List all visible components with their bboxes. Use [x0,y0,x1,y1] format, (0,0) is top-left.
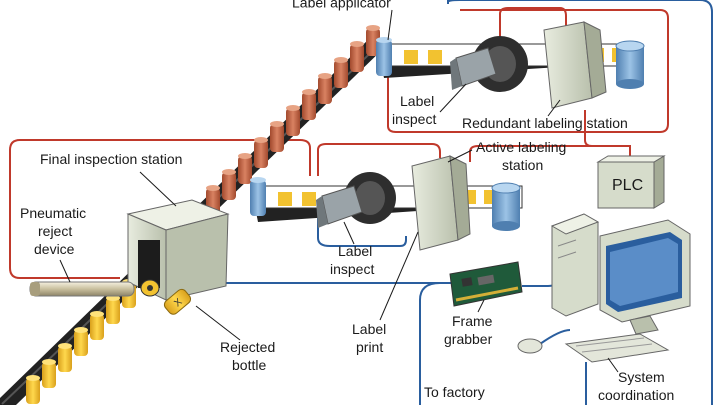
wire-grabber-pc [522,250,557,287]
label-pneumatic-2: reject [38,223,72,239]
bottle-yellow [90,311,104,340]
frame-grabber-card [449,261,523,307]
bottle [350,41,364,72]
plc-unit [596,155,666,209]
wire-mid-loop [317,143,441,176]
bottle [302,89,316,120]
bottle-yellow [58,343,72,372]
bottle [238,153,252,184]
label-label-inspect-top-2: inspect [392,111,436,127]
bottle [254,137,268,168]
computer-tower [550,213,600,317]
wire-network-main [222,275,479,284]
label-label-print-1: Label [352,321,386,337]
label-pneumatic-3: device [34,241,75,257]
bottle [222,169,236,200]
label-active-labeling-1: Active labeling [476,139,566,155]
container-blue [491,182,521,231]
leader-pneumatic [59,259,71,283]
keyboard [564,333,670,363]
wire-active-plc [469,145,600,162]
label-system-coordination-2: coordination [598,387,674,403]
camera-top [450,36,528,92]
computer-monitor [599,219,691,335]
wire-top-loop [387,9,669,133]
final-inspection-machine [126,199,230,301]
label-to-factory: To factory [424,384,485,400]
wire-network-right [447,0,713,405]
label-label-inspect-mid-1: Label [338,243,372,259]
label-label-print-2: print [356,339,383,355]
bottle-blue [376,37,392,76]
bottle-yellow [26,375,40,404]
signal-wires [9,7,669,279]
bottle-blue [250,177,266,216]
label-redundant-labeling-station: Redundant labeling station [462,115,628,131]
wire-final-loop [9,139,172,279]
leader-label-inspect-mid [343,221,355,245]
label-final-inspection-station: Final inspection station [40,151,182,167]
bottle-yellow [74,327,88,356]
wire-final-to-active [172,139,311,176]
bottle [334,57,348,88]
wire-camera-mid [317,210,407,247]
label-system-coordination-1: System [618,369,665,385]
leader-final [139,171,177,207]
label-pneumatic-1: Pneumatic [20,205,86,221]
bottle [270,121,284,152]
label-rejected-2: bottle [232,357,266,373]
mouse [517,338,543,354]
camera-middle [316,172,396,228]
bottle-yellow [106,295,120,324]
leader-label-print [379,231,419,321]
leader-active [447,149,473,163]
label-rejected-1: Rejected [220,339,275,355]
leader-lines [59,9,619,373]
wire-network-factory [419,282,441,405]
leader-frame-grabber [477,299,485,313]
leader-redundant [547,99,561,117]
redundant-labeling-machine [543,21,607,109]
wire-mouse [539,329,571,345]
pneumatic-reject-device [29,281,135,297]
leader-label-applicator [387,9,393,41]
label-frame-grabber-2: grabber [444,331,493,347]
wire-top-inner [499,7,567,40]
label-active-labeling-2: station [502,157,543,173]
bottle [286,105,300,136]
leader-system-coordination [607,357,619,373]
leader-rejected [195,305,241,341]
diagram-labels: Label applicator Label inspect Redundant… [20,0,674,403]
rejected-bottle: X [163,288,192,315]
label-label-applicator: Label applicator [292,0,391,11]
leader-label-inspect-top [439,83,467,113]
label-plc: PLC [612,177,643,194]
bottle [318,73,332,104]
active-labeling-machine [411,155,471,251]
label-label-inspect-top-1: Label [400,93,434,109]
container-blue [615,40,645,89]
label-label-inspect-mid-2: inspect [330,261,374,277]
label-frame-grabber-1: Frame [452,313,493,329]
bottle-row [26,25,380,404]
bottle-yellow [42,359,56,388]
